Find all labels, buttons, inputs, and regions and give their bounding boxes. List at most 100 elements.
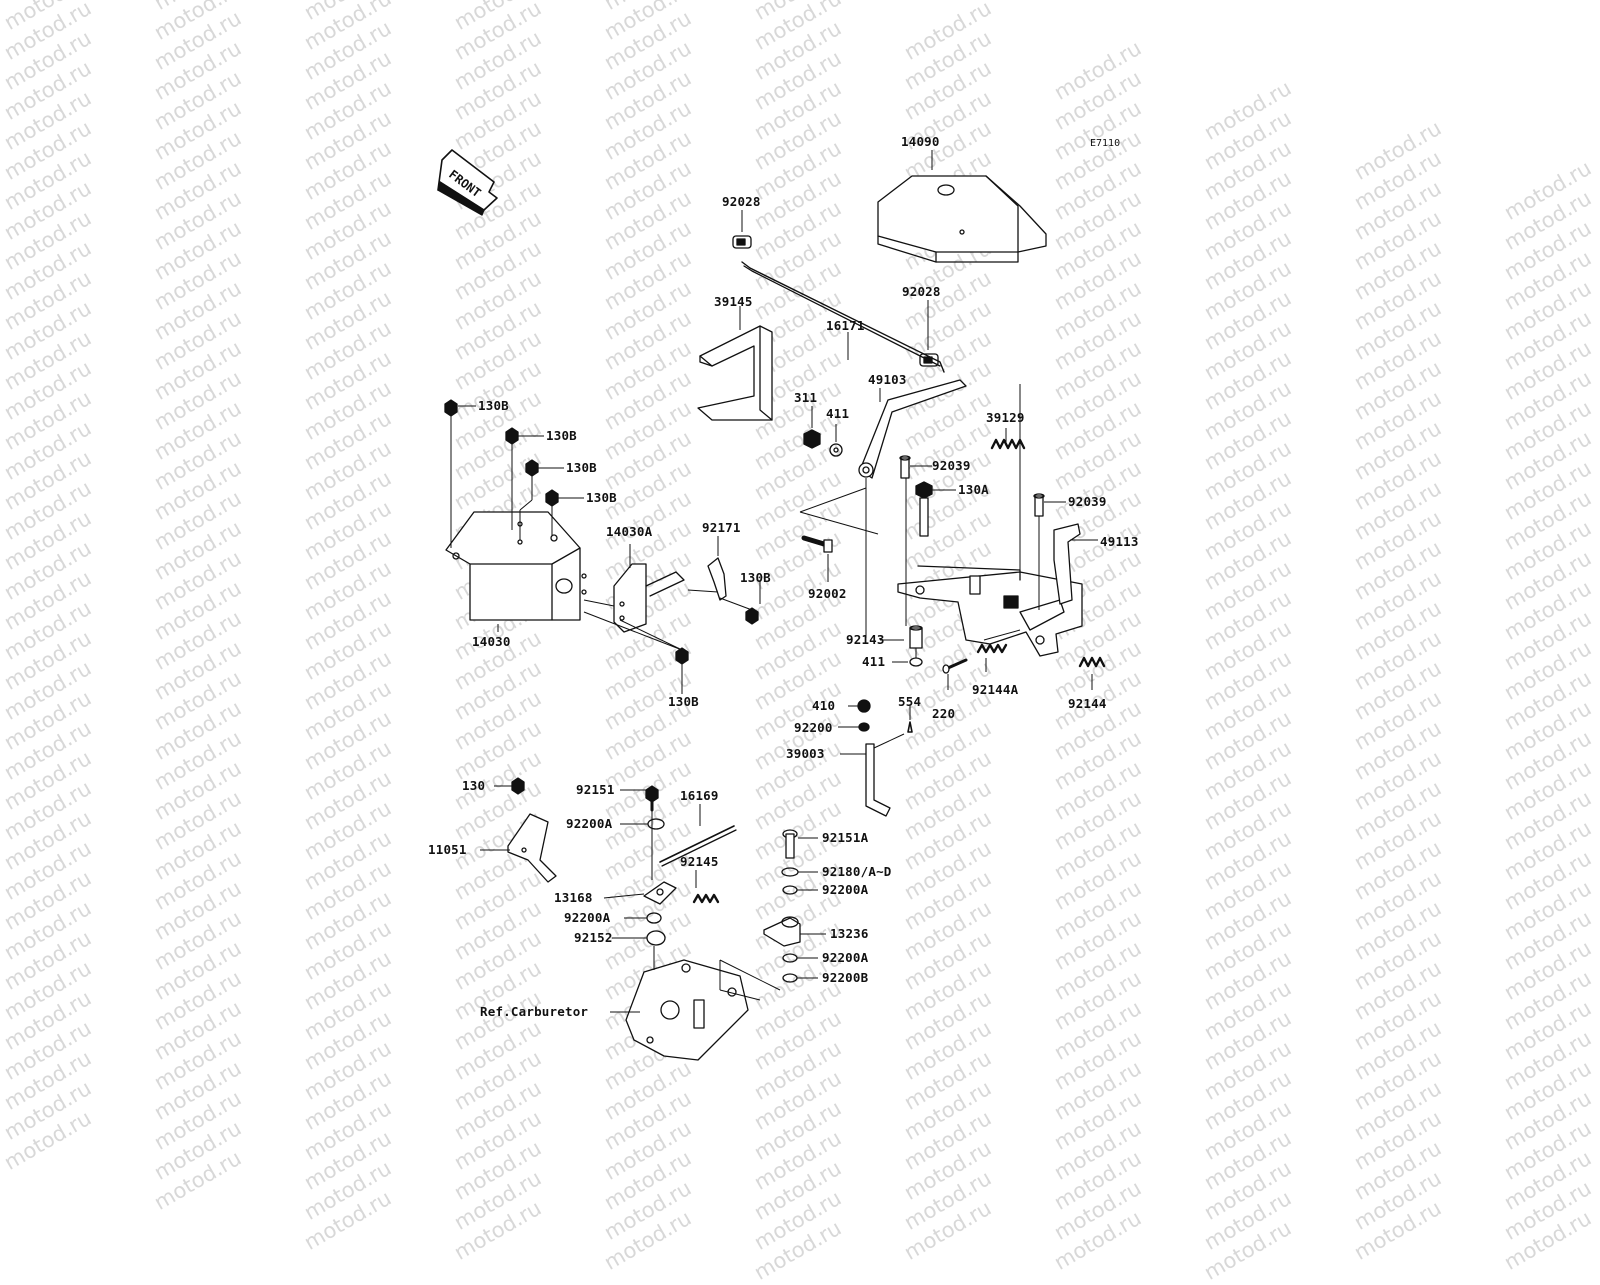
front-arrow-icon [437, 149, 498, 216]
part-label-p13168: 13168 [554, 890, 593, 905]
part-label-p92200Aa: 92200A [566, 816, 613, 831]
part-label-p130Bc: 130B [566, 460, 597, 475]
washer-411-icon [829, 443, 843, 457]
pin-92039-b-icon [1033, 493, 1045, 517]
watermark-text: motod.ru [1200, 1215, 1296, 1285]
part-label-p92200: 92200 [794, 720, 833, 735]
part-label-p92152: 92152 [574, 930, 613, 945]
bracket-39145-shape [697, 325, 773, 421]
spring-92144A-icon [976, 643, 1008, 654]
part-label-p92002: 92002 [808, 586, 847, 601]
watermark-text: motod.ru [450, 1195, 546, 1265]
watermark-text: motod.ru [1050, 1205, 1146, 1275]
spring-39129-icon [990, 438, 1026, 450]
clip-92028-top-shape [732, 235, 752, 249]
bolt-92151A-icon [782, 829, 798, 859]
clamp-92171-icon [707, 557, 727, 601]
part-label-p92151A: 92151A [822, 830, 869, 845]
part-label-p92144A: 92144A [972, 682, 1019, 697]
part-label-p130Be: 130B [740, 570, 771, 585]
lever-13236-icon [763, 916, 801, 947]
lever-49103-shape [858, 379, 967, 479]
part-label-p554: 554 [898, 694, 922, 709]
plate-49113-icon [1053, 523, 1081, 605]
bolt-92151-icon [645, 785, 659, 803]
part-label-p11051: 11051 [428, 842, 467, 857]
part-label-p92200Ad: 92200A [822, 950, 869, 965]
part-label-p16171: 16171 [826, 318, 865, 333]
part-label-p49113: 49113 [1100, 534, 1139, 549]
part-label-p92143: 92143 [846, 632, 885, 647]
box-14030-shape [445, 511, 587, 621]
cotter-554-icon [907, 721, 913, 733]
part-label-p92028a: 92028 [722, 194, 761, 209]
part-label-p311: 311 [794, 390, 818, 405]
pin-92039-a-icon [899, 455, 911, 479]
part-label-p92144: 92144 [1068, 696, 1107, 711]
part-label-p92200B: 92200B [822, 970, 869, 985]
part-label-p92151: 92151 [576, 782, 615, 797]
collar-92143-icon [909, 627, 923, 649]
rod-39003-shape [865, 743, 891, 817]
spring-92144-icon [1078, 656, 1106, 668]
bracket-11051-shape [507, 813, 557, 883]
watermark-text: motod.ru [1500, 1205, 1596, 1275]
part-label-p410: 410 [812, 698, 836, 713]
part-label-p14030A: 14030A [606, 524, 653, 539]
part-label-p13236: 13236 [830, 926, 869, 941]
part-label-p39003: 39003 [786, 746, 825, 761]
bolt-130B-icons [444, 399, 759, 665]
bushing-92152-icon [646, 930, 666, 946]
screw-220-icon [942, 658, 968, 674]
part-label-p411a: 411 [826, 406, 850, 421]
part-label-p130Ba: 130B [478, 398, 509, 413]
diagram-code: E7110 [1090, 138, 1121, 149]
washer-92200A-b-icon [646, 912, 662, 924]
part-label-p92039a: 92039 [932, 458, 971, 473]
lever-13168-icon [643, 881, 677, 905]
watermark-text: motod.ru [750, 1215, 846, 1285]
part-label-p130: 130 [462, 778, 486, 793]
washer-92200A-d-icon [782, 953, 798, 963]
spring-92145-icon [692, 893, 720, 904]
watermark-text: motod.ru [600, 1205, 696, 1275]
watermark-text: motod.ru [900, 1195, 996, 1265]
part-label-p411b: 411 [862, 654, 886, 669]
watermark-text: motod.ru [1350, 1195, 1446, 1265]
part-label-pRefCarb: Ref.Carburetor [480, 1004, 589, 1019]
part-label-p92180: 92180/A~D [822, 864, 892, 879]
part-label-p49103: 49103 [868, 372, 907, 387]
throttle-bracket-assembly-shape [897, 565, 1083, 657]
bolt-130-icon [511, 777, 525, 795]
part-label-p92200Ac: 92200A [822, 882, 869, 897]
nut-311-icon [803, 429, 821, 449]
washer-92200A-c-icon [782, 885, 798, 895]
washer-92200B-icon [782, 973, 798, 983]
part-label-p39145: 39145 [714, 294, 753, 309]
part-label-p92028b: 92028 [902, 284, 941, 299]
rod-16171-shape [741, 261, 945, 373]
nut-410-icon [857, 699, 871, 713]
part-label-p92171: 92171 [702, 520, 741, 535]
part-label-p130Bd: 130B [586, 490, 617, 505]
bolt-92002-icon [801, 535, 833, 553]
part-label-p220: 220 [932, 706, 956, 721]
part-label-p130Bf: 130B [668, 694, 699, 709]
part-label-p16169: 16169 [680, 788, 719, 803]
part-label-p130Bb: 130B [546, 428, 577, 443]
part-label-p14090: 14090 [901, 134, 940, 149]
rod-16169-shape [659, 825, 735, 863]
part-label-p130A: 130A [958, 482, 989, 497]
part-label-p39129: 39129 [986, 410, 1025, 425]
washer-92200-icon [858, 722, 870, 732]
washer-92180-icon [781, 867, 799, 877]
part-label-p92145: 92145 [680, 854, 719, 869]
washer-92200A-a-icon [647, 818, 665, 830]
leader-lines [450, 150, 1098, 1013]
part-label-p92039b: 92039 [1068, 494, 1107, 509]
washer-411-lower-icon [909, 657, 923, 667]
bracket-14030A-shape [613, 563, 685, 633]
diagram-drawing: FRONT [437, 149, 1106, 1061]
part-label-p92200Ab: 92200A [564, 910, 611, 925]
